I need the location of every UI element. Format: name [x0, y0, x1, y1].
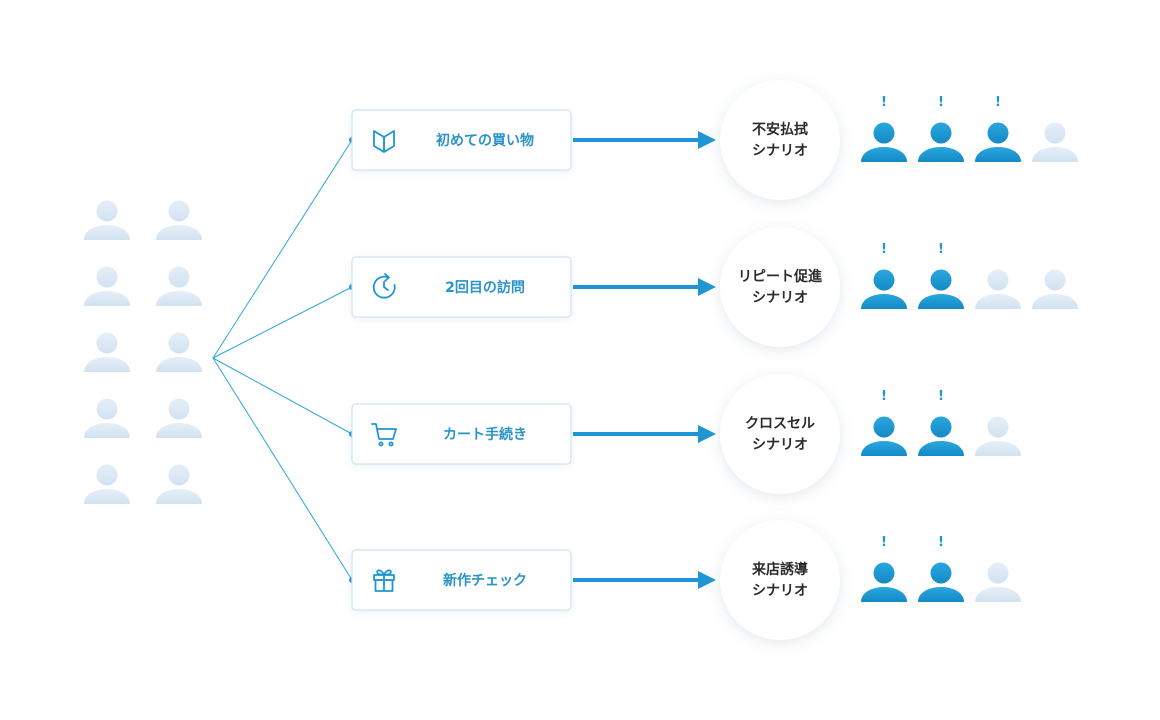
alerted-user-icon [861, 562, 907, 602]
inactive-user-icon [1032, 269, 1078, 309]
scenario-label-line1: 来店誘導 [751, 561, 808, 578]
inactive-user-icon [975, 269, 1021, 309]
alert-mark: ! [881, 535, 887, 550]
alert-mark: ! [938, 95, 944, 110]
alert-mark: ! [938, 242, 944, 257]
alerted-user-icon [918, 122, 964, 162]
scenario-label-line1: リピート促進 [738, 268, 822, 285]
source-user-icon [84, 464, 130, 504]
inactive-user-icon [1032, 122, 1078, 162]
gift-icon [373, 569, 395, 592]
branch-cart-checkout: カート手続き クロスセル シナリオ !! [351, 374, 1021, 494]
alerted-user-icon [918, 269, 964, 309]
scenario-node[interactable]: リピート促進 シナリオ [720, 227, 840, 347]
trigger-box[interactable]: 初めての買い物 [351, 109, 572, 171]
scenario-label-line2: シナリオ [752, 143, 808, 159]
connector-line [212, 357, 353, 581]
target-user-row: !!! [861, 95, 1078, 162]
flow-arrow [573, 425, 716, 443]
connector-line [212, 357, 353, 435]
alert-mark: ! [995, 95, 1001, 110]
source-user-icon [84, 266, 130, 306]
alerted-user-icon [975, 122, 1021, 162]
cart-icon [371, 423, 397, 447]
connector-line [212, 139, 353, 359]
source-user-icon [156, 332, 202, 372]
branch-second-visit: 2回目の訪問 リピート促進 シナリオ !! [351, 227, 1078, 347]
trigger-box[interactable]: 新作チェック [351, 549, 572, 611]
alert-mark: ! [881, 389, 887, 404]
connector-line [212, 286, 353, 359]
trigger-box[interactable]: カート手続き [351, 403, 572, 465]
beginner-leaf-icon [373, 130, 395, 153]
trigger-label: 2回目の訪問 [445, 279, 525, 296]
scenario-node[interactable]: クロスセル シナリオ [720, 374, 840, 494]
branch-new-arrivals: 新作チェック 来店誘導 シナリオ !! [351, 520, 1021, 640]
alerted-user-icon [861, 416, 907, 456]
alerted-user-icon [918, 416, 964, 456]
flow-arrow [573, 571, 716, 589]
source-user-icon [156, 266, 202, 306]
trigger-label: 初めての買い物 [436, 132, 534, 149]
source-user-icon [84, 398, 130, 438]
alerted-user-icon [861, 269, 907, 309]
source-user-group [84, 200, 202, 504]
scenario-label-line1: 不安払拭 [752, 121, 808, 138]
source-user-icon [156, 464, 202, 504]
scenario-label-line2: シナリオ [752, 290, 808, 306]
alerted-user-icon [918, 562, 964, 602]
scenario-node[interactable]: 来店誘導 シナリオ [720, 520, 840, 640]
scenario-label-line2: シナリオ [752, 583, 808, 599]
inactive-user-icon [975, 416, 1021, 456]
trigger-label: 新作チェック [443, 572, 527, 589]
alert-mark: ! [938, 535, 944, 550]
inactive-user-icon [975, 562, 1021, 602]
alerted-user-icon [861, 122, 907, 162]
source-user-icon [156, 200, 202, 240]
target-user-row: !! [861, 242, 1078, 309]
scenario-node[interactable]: 不安払拭 シナリオ [720, 80, 840, 200]
scenario-label-line1: クロスセル [745, 416, 815, 432]
branch-first-purchase: 初めての買い物 不安払拭 シナリオ !!! [351, 80, 1078, 200]
alert-mark: ! [881, 242, 887, 257]
alert-mark: ! [938, 389, 944, 404]
clock-return-icon [372, 273, 396, 299]
flow-arrow [573, 278, 716, 296]
source-user-icon [84, 200, 130, 240]
flow-arrow [573, 131, 716, 149]
source-user-icon [156, 398, 202, 438]
source-user-icon [84, 332, 130, 372]
branch-connectors [212, 137, 355, 583]
alert-mark: ! [881, 95, 887, 110]
trigger-box[interactable]: 2回目の訪問 [351, 256, 572, 318]
trigger-label: カート手続き [443, 426, 527, 443]
scenario-label-line2: シナリオ [752, 437, 808, 453]
target-user-row: !! [861, 535, 1021, 602]
target-user-row: !! [861, 389, 1021, 456]
